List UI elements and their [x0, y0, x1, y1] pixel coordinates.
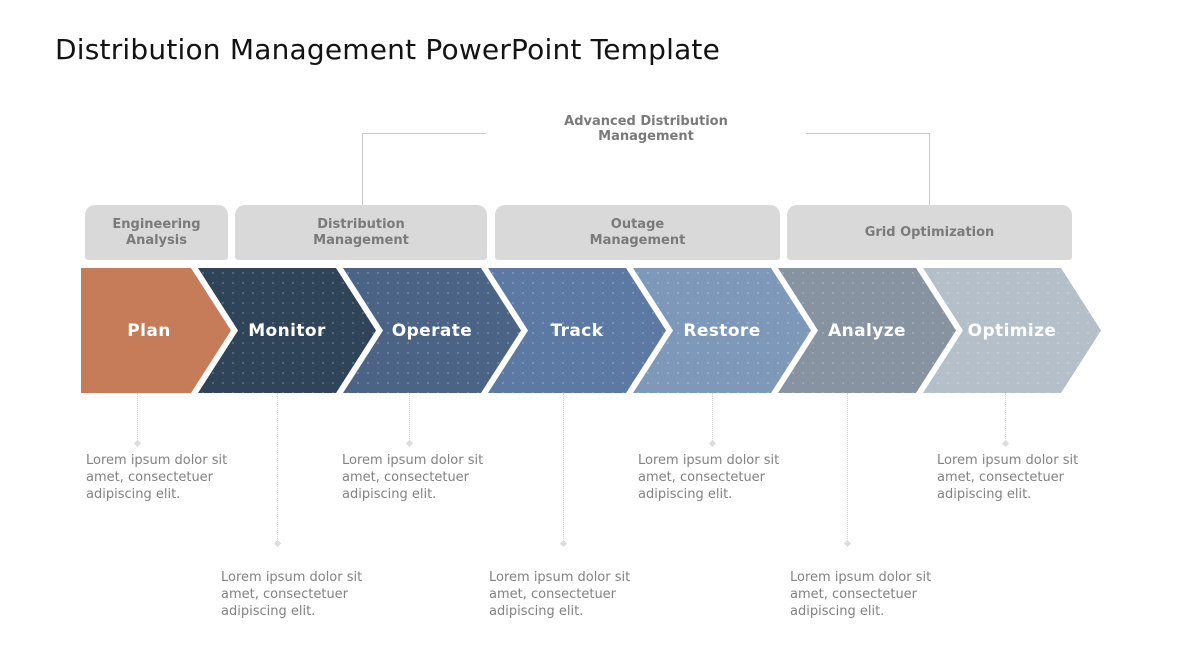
bracket-vertical-line-right — [929, 133, 930, 205]
description-optimize: Lorem ipsum dolor sit amet, consectetuer… — [937, 453, 1079, 502]
connector-line-track — [563, 393, 564, 541]
chevron-label: Analyze — [828, 320, 906, 341]
description-restore: Lorem ipsum dolor sit amet, consectetuer… — [638, 453, 780, 502]
tab-grid-optimization: Grid Optimization — [787, 205, 1072, 260]
chevron-step-plan: Plan — [81, 268, 231, 393]
bracket-label-text: Advanced Distribution Management — [564, 114, 728, 144]
chevron-step-monitor: Monitor — [198, 268, 376, 393]
connector-line-plan — [137, 393, 138, 441]
tab-outage-management: Outage Management — [495, 205, 780, 260]
chevron-label: Operate — [391, 320, 473, 341]
tab-label: Outage Management — [589, 216, 686, 248]
description-operate: Lorem ipsum dolor sit amet, consectetuer… — [342, 453, 484, 502]
tab-distribution-management: Distribution Management — [235, 205, 487, 260]
description-monitor: Lorem ipsum dolor sit amet, consectetuer… — [221, 570, 363, 619]
tab-label: Engineering Analysis — [112, 216, 201, 248]
page-title: Distribution Management PowerPoint Templ… — [55, 33, 721, 66]
tab-label: Distribution Management — [313, 216, 409, 248]
description-plan: Lorem ipsum dolor sit amet, consectetuer… — [86, 453, 228, 502]
chevron-step-analyze: Analyze — [778, 268, 956, 393]
bracket-vertical-line-left — [362, 133, 363, 205]
chevron-label: Track — [550, 320, 604, 341]
connector-line-optimize — [1005, 393, 1006, 441]
chevron-label: Plan — [127, 320, 171, 341]
chevron-label: Restore — [683, 320, 761, 341]
connector-line-analyze — [847, 393, 848, 541]
connector-line-restore — [712, 393, 713, 441]
tab-label: Grid Optimization — [864, 224, 995, 240]
tab-engineering-analysis: Engineering Analysis — [85, 205, 228, 260]
connector-line-operate — [409, 393, 410, 441]
chevron-label: Monitor — [248, 320, 326, 341]
description-track: Lorem ipsum dolor sit amet, consectetuer… — [489, 570, 631, 619]
bracket-label: Advanced Distribution Management — [486, 112, 806, 148]
description-analyze: Lorem ipsum dolor sit amet, consectetuer… — [790, 570, 932, 619]
connector-line-monitor — [277, 393, 278, 541]
chevron-label: Optimize — [967, 320, 1057, 341]
